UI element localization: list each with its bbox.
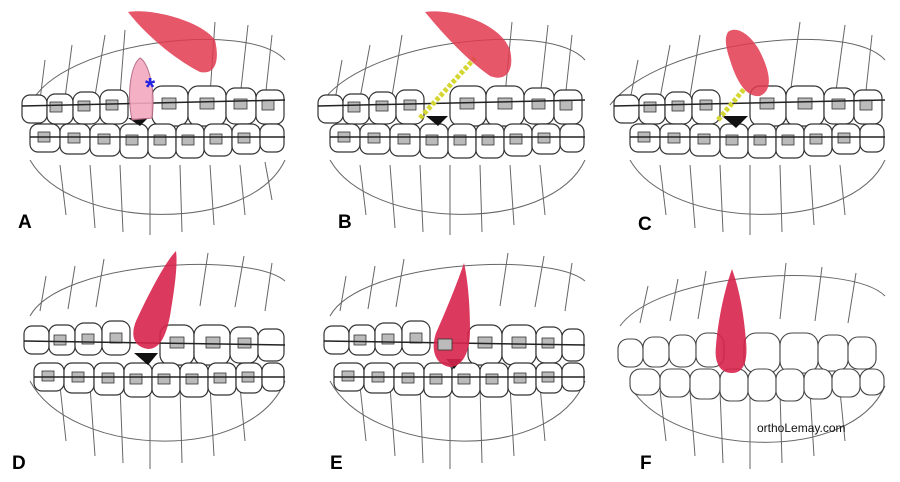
panel-b-illustration: [317, 11, 586, 235]
panel-a-illustration: [21, 11, 286, 235]
panel-f-illustration: [617, 262, 886, 469]
panel-c-label: C: [638, 214, 652, 235]
panel-e-label: E: [330, 453, 343, 474]
panel-a: * A: [0, 0, 300, 241]
panel-b-label: B: [338, 212, 352, 233]
panel-b: B: [300, 0, 600, 241]
panel-d-illustration: [23, 251, 286, 469]
panel-c: C: [600, 0, 900, 241]
panel-d: D: [0, 241, 300, 482]
panel-f-label: F: [640, 453, 652, 474]
panel-e-illustration: [323, 252, 586, 469]
panel-a-label: A: [18, 212, 32, 233]
panel-c-illustration: [609, 21, 886, 235]
panel-f: F: [600, 241, 900, 482]
watermark: orthoLemay.com: [757, 421, 846, 435]
panel-e: E: [300, 241, 600, 482]
panel-d-label: D: [12, 453, 26, 474]
primary-canine-marker: *: [145, 72, 156, 102]
